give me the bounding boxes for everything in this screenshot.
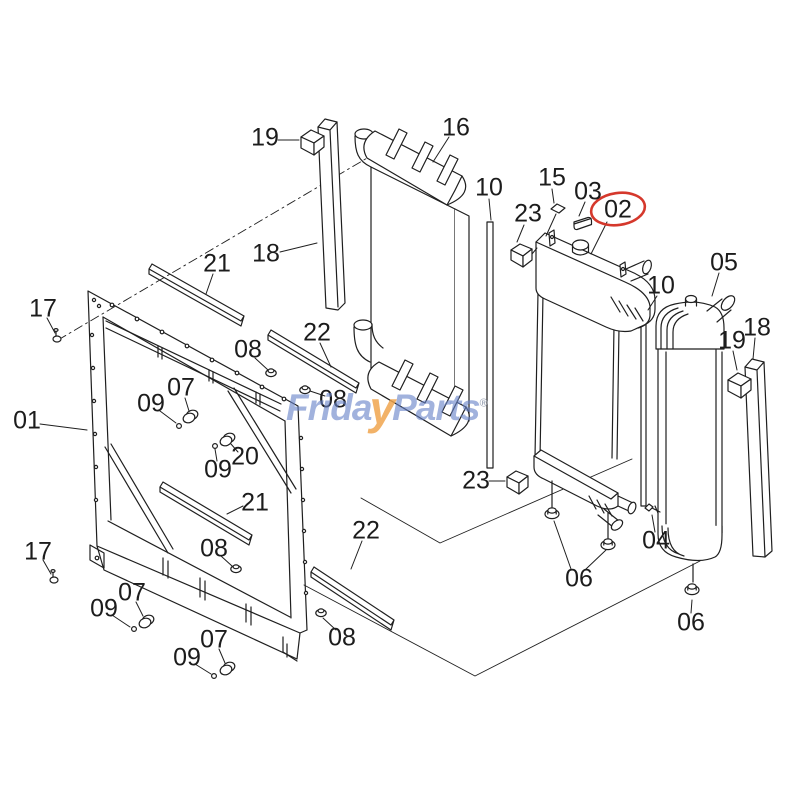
- callout-15: 15: [538, 163, 566, 192]
- callout-02-highlighted: 02: [604, 195, 632, 224]
- callout-04: 04: [642, 526, 670, 555]
- callout-09-4: 09: [173, 643, 201, 672]
- nut-08-1: [265, 368, 277, 378]
- callout-18-left: 18: [252, 239, 280, 268]
- highlight-ellipse-02: [589, 191, 647, 227]
- nut-08-4: [315, 608, 327, 618]
- callout-08-1: 08: [234, 335, 262, 364]
- seal-strip-22-upper: [267, 329, 360, 394]
- callout-23-lower: 23: [462, 466, 490, 495]
- bolt-17-lower: [49, 568, 59, 584]
- callout-21-lower: 21: [241, 488, 269, 517]
- callout-22-upper: 22: [303, 318, 331, 347]
- block-19-right: [727, 372, 752, 399]
- callout-08-3: 08: [200, 534, 228, 563]
- callout-09-2: 09: [204, 455, 232, 484]
- grommet-07-3: [219, 661, 236, 676]
- block-19-left: [300, 129, 325, 156]
- strip-10-right: [640, 308, 647, 507]
- callout-18-right: 18: [743, 313, 771, 342]
- callout-09-1: 09: [137, 389, 165, 418]
- callout-05: 05: [710, 248, 738, 277]
- callout-08-2: 08: [319, 385, 347, 414]
- radiator-05: [655, 294, 736, 583]
- callout-08-4: 08: [328, 623, 356, 652]
- callout-22-lower: 22: [352, 516, 380, 545]
- leader-lines: [39, 136, 756, 675]
- screw-09-2: [212, 443, 219, 450]
- grommet-07-1: [182, 409, 199, 424]
- callout-20: 20: [231, 442, 259, 471]
- callout-07-3: 07: [200, 625, 228, 654]
- callout-01: 01: [13, 406, 41, 435]
- callout-19-topleft: 19: [251, 123, 279, 152]
- callout-10-right: 10: [647, 271, 675, 300]
- callout-19-right: 19: [718, 326, 746, 355]
- strip-10-left: [486, 221, 494, 469]
- nut-08-3: [230, 564, 242, 574]
- bolt-04: [644, 503, 661, 514]
- nut-06-2: [600, 538, 616, 551]
- callout-23-upper: 23: [514, 199, 542, 228]
- nut-06-1: [544, 507, 560, 520]
- block-23-upper: [510, 243, 533, 268]
- callout-06-middle: 06: [565, 564, 593, 593]
- seal-strip-21-upper: [148, 263, 245, 327]
- callout-07-1: 07: [167, 373, 195, 402]
- callout-03: 03: [574, 177, 602, 206]
- callout-10-left: 10: [475, 173, 503, 202]
- bolt-17-upper: [52, 328, 62, 343]
- block-23-lower: [506, 470, 529, 495]
- hardware: [49, 328, 700, 679]
- callout-09-3: 09: [90, 594, 118, 623]
- bar-18-right: [744, 358, 773, 558]
- nut-06-3: [684, 583, 700, 596]
- seal-strip-21-lower: [159, 481, 253, 546]
- screw-09-3: [131, 625, 138, 632]
- callout-16: 16: [442, 113, 470, 142]
- callout-17-upper: 17: [29, 294, 57, 323]
- seal-strip-22-lower: [310, 566, 395, 631]
- screw-09-4: [211, 672, 218, 679]
- grommet-20: [219, 432, 236, 447]
- frame-part-01: [87, 290, 309, 662]
- radiator-16: [353, 128, 470, 437]
- nut-08-2: [299, 385, 311, 395]
- callout-07-2: 07: [118, 578, 146, 607]
- radiator-02-assembly: [533, 203, 656, 539]
- callout-06-right: 06: [677, 608, 705, 637]
- callout-17-lower: 17: [24, 537, 52, 566]
- bar-18-left: [317, 118, 346, 311]
- screw-09-1: [176, 423, 183, 430]
- grommet-07-2: [138, 614, 155, 629]
- callout-21-upper: 21: [203, 249, 231, 278]
